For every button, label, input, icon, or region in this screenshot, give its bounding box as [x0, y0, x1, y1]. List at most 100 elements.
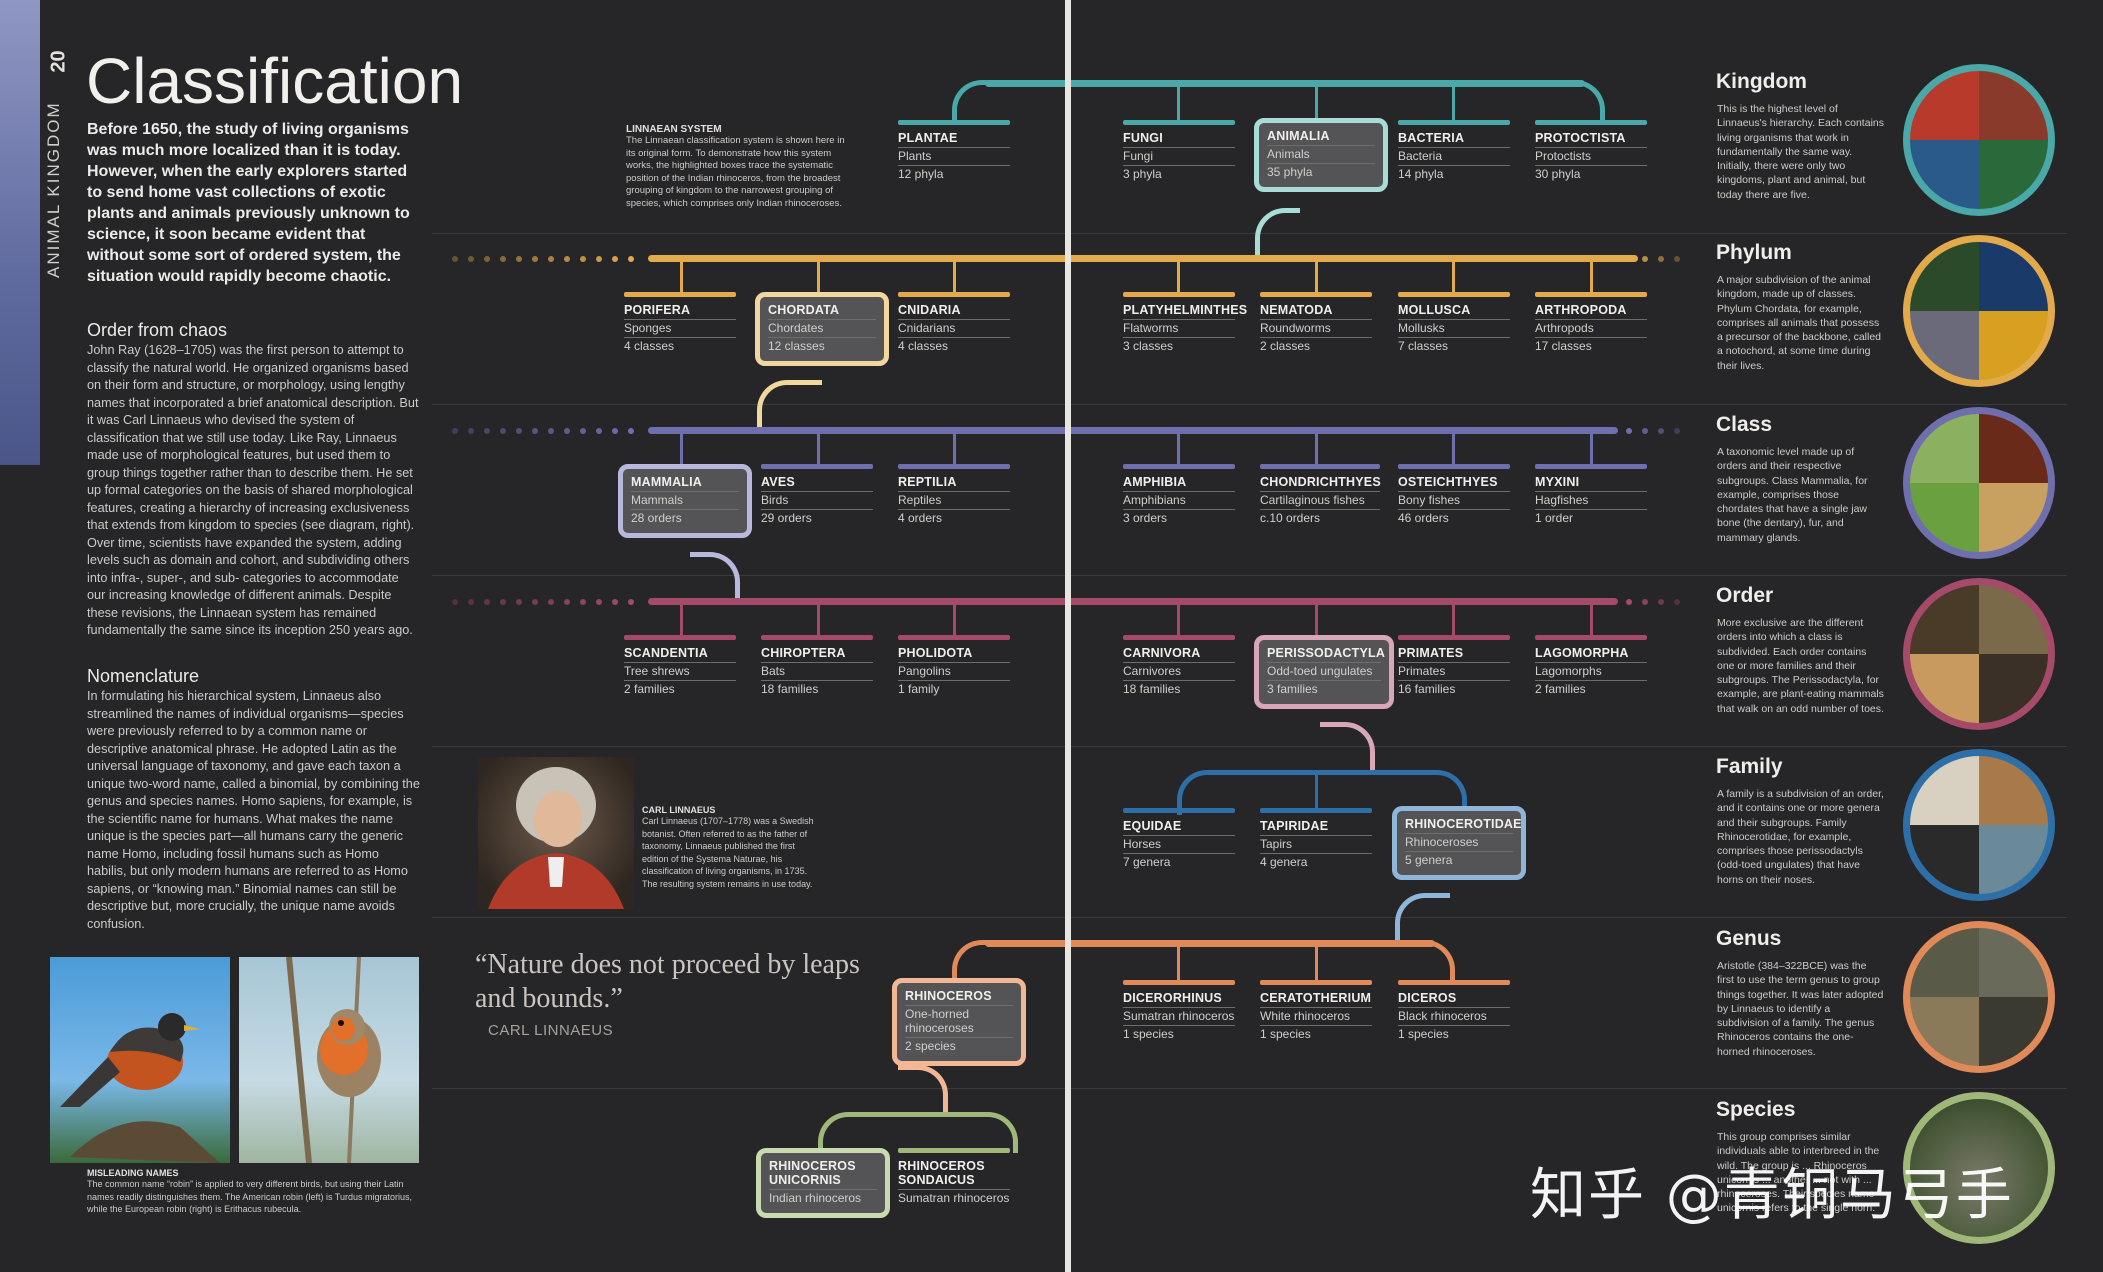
taxon-name: PLATYHELMINTHES: [1123, 303, 1248, 317]
class-myxini[interactable]: MYXINI Hagfishes 1 order: [1535, 464, 1647, 525]
order-rank-line: [648, 598, 1618, 605]
class-mammalia-highlighted[interactable]: MAMMALIA Mammals 28 orders: [618, 464, 752, 538]
leader-dot: [1626, 599, 1632, 605]
order-perissodactyla-highlighted[interactable]: PERISSODACTYLA Odd-toed ungulates 3 fami…: [1254, 635, 1394, 709]
taxon-name: AMPHIBIA: [1123, 475, 1187, 489]
kingdom-plantae[interactable]: PLANTAE Plants 12 phyla: [898, 120, 1010, 181]
genus-diceros[interactable]: DICEROS Black rhinoceros 1 species: [1398, 980, 1510, 1041]
order-stem: [953, 601, 956, 635]
trace-connector: [690, 552, 740, 602]
row-separator: [432, 575, 2067, 576]
taxon-common: Amphibians: [1123, 491, 1235, 507]
class-reptilia[interactable]: REPTILIA Reptiles 4 orders: [898, 464, 1010, 525]
species-rhinoceros-sondaicus[interactable]: RHINOCEROS SONDAICUS Sumatran rhinoceros: [898, 1148, 1010, 1205]
taxon-name: BACTERIA: [1398, 131, 1465, 145]
genus-photo-circle: [1903, 921, 2055, 1073]
taxon-count: 7 genera: [1123, 853, 1235, 869]
order-photo-circle: [1903, 578, 2055, 730]
phylum-nematoda[interactable]: NEMATODA Roundworms 2 classes: [1260, 292, 1372, 353]
spine-color-strip: [0, 0, 40, 465]
taxon-count: 46 orders: [1398, 509, 1510, 525]
phylum-porifera[interactable]: PORIFERA Sponges 4 classes: [624, 292, 736, 353]
order-primates[interactable]: PRIMATES Primates 16 families: [1398, 635, 1510, 696]
taxon-name: RHINOCEROS: [905, 989, 992, 1003]
species-photo-circle: [1903, 1092, 2055, 1244]
kingdom-fungi[interactable]: FUNGI Fungi 3 phyla: [1123, 120, 1235, 181]
taxon-common: Plants: [898, 147, 1010, 163]
node-bar: [1123, 464, 1235, 469]
node-bar: [1260, 464, 1380, 469]
taxon-common: One-horned rhinoceroses: [905, 1005, 1013, 1035]
order-pholidota[interactable]: PHOLIDOTA Pangolins 1 family: [898, 635, 1010, 696]
phylum-cnidaria[interactable]: CNIDARIA Cnidarians 4 classes: [898, 292, 1010, 353]
class-stem: [1452, 430, 1455, 464]
order-lagomorpha[interactable]: LAGOMORPHA Lagomorphs 2 families: [1535, 635, 1647, 696]
taxon-common: Rhinoceroses: [1405, 833, 1513, 849]
taxon-count: 1 species: [1123, 1025, 1235, 1041]
taxon-name: PLANTAE: [898, 131, 958, 145]
family-rhinocerotidae-highlighted[interactable]: RHINOCEROTIDAE Rhinoceroses 5 genera: [1392, 806, 1526, 880]
phylum-arthropoda[interactable]: ARTHROPODA Arthropods 17 classes: [1535, 292, 1647, 353]
genus-rank-line: [985, 940, 1435, 947]
class-stem: [953, 430, 956, 464]
class-stem: [1590, 430, 1593, 464]
phylum-platyhelminthes[interactable]: PLATYHELMINTHES Flatworms 3 classes: [1123, 292, 1248, 353]
node-bar: [624, 292, 736, 297]
section-label: ANIMAL KINGDOM: [44, 101, 63, 278]
phylum-mollusca[interactable]: MOLLUSCA Mollusks 7 classes: [1398, 292, 1510, 353]
leader-dot: [1642, 256, 1648, 262]
leader-dot: [612, 428, 618, 434]
taxon-name: LAGOMORPHA: [1535, 646, 1629, 660]
taxon-name: DICEROS: [1398, 991, 1457, 1005]
watermark: 知乎 @青铜马弓手: [1530, 1163, 2014, 1228]
order-chiroptera[interactable]: CHIROPTERA Bats 18 families: [761, 635, 873, 696]
taxon-name: EQUIDAE: [1123, 819, 1182, 833]
caption-title: MISLEADING NAMES: [87, 1168, 179, 1178]
caption-text: Carl Linnaeus (1707–1778) was a Swedish …: [642, 816, 814, 889]
node-bar: [1260, 980, 1372, 985]
taxon-name: CERATOTHERIUM: [1260, 991, 1372, 1005]
leader-dot: [452, 599, 458, 605]
class-chondrichthyes[interactable]: CHONDRICHTHYES Cartilaginous fishes c.10…: [1260, 464, 1381, 525]
node-bar: [1123, 120, 1235, 125]
leader-dot: [596, 256, 602, 262]
leader-dot: [532, 599, 538, 605]
phylum-chordata-highlighted[interactable]: CHORDATA Chordates 12 classes: [755, 292, 889, 366]
order-stem: [680, 601, 683, 635]
kingdom-bacteria[interactable]: BACTERIA Bacteria 14 phyla: [1398, 120, 1510, 181]
class-stem: [1315, 430, 1318, 464]
family-tapiridae[interactable]: TAPIRIDAE Tapirs 4 genera: [1260, 808, 1372, 869]
class-aves[interactable]: AVES Birds 29 orders: [761, 464, 873, 525]
kingdom-protoctista[interactable]: PROTOCTISTA Protoctists 30 phyla: [1535, 120, 1647, 181]
taxon-count: 3 classes: [1123, 337, 1235, 353]
kingdom-animalia-highlighted[interactable]: ANIMALIA Animals 35 phyla: [1254, 118, 1388, 192]
genus-rhinoceros-highlighted[interactable]: RHINOCEROS One-horned rhinoceroses 2 spe…: [892, 978, 1026, 1066]
taxon-common: Cartilaginous fishes: [1260, 491, 1380, 507]
order-scandentia[interactable]: SCANDENTIA Tree shrews 2 families: [624, 635, 736, 696]
rank-text-order: More exclusive are the different orders …: [1717, 617, 1884, 715]
node-bar: [898, 120, 1010, 125]
node-bar: [1398, 635, 1510, 640]
genus-dicerorhinus[interactable]: DICERORHINUS Sumatran rhinoceros 1 speci…: [1123, 980, 1235, 1041]
leader-dot: [628, 256, 634, 262]
family-equidae[interactable]: EQUIDAE Horses 7 genera: [1123, 808, 1235, 869]
genus-ceratotherium[interactable]: CERATOTHERIUM White rhinoceros 1 species: [1260, 980, 1372, 1041]
class-osteichthyes[interactable]: OSTEICHTHYES Bony fishes 46 orders: [1398, 464, 1510, 525]
order-carnivora[interactable]: CARNIVORA Carnivores 18 families: [1123, 635, 1235, 696]
taxon-name: PHOLIDOTA: [898, 646, 973, 660]
leader-dot: [468, 599, 474, 605]
leader-dot: [1658, 256, 1664, 262]
leader-dot: [596, 599, 602, 605]
class-amphibia[interactable]: AMPHIBIA Amphibians 3 orders: [1123, 464, 1235, 525]
taxon-name: MAMMALIA: [631, 475, 703, 489]
taxon-name: CNIDARIA: [898, 303, 961, 317]
rank-title-class: Class: [1716, 413, 1773, 436]
species-rhinoceros-unicornis-highlighted[interactable]: RHINOCEROS UNICORNIS Indian rhinoceros: [756, 1148, 890, 1218]
row-separator: [432, 404, 2067, 405]
taxon-count: 1 family: [898, 680, 1010, 696]
leader-dot: [500, 599, 506, 605]
taxon-count: 35 phyla: [1267, 163, 1375, 179]
taxon-name: ARTHROPODA: [1535, 303, 1627, 317]
leader-dot: [1626, 256, 1632, 262]
